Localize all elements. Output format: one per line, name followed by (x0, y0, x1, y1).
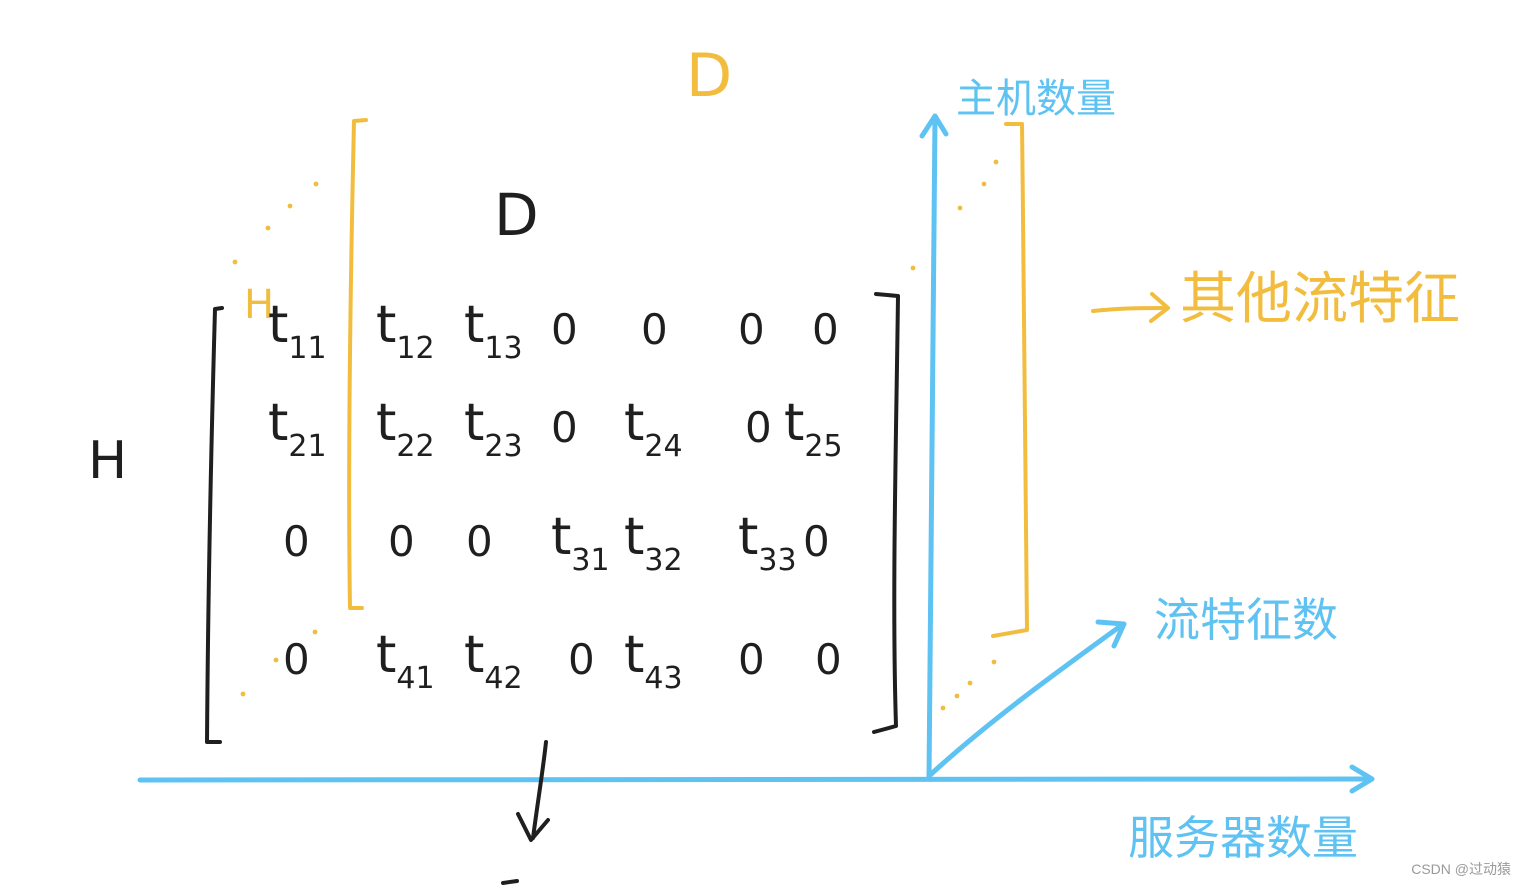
arrow-diagonal-icon (1095, 619, 1127, 649)
yellow-dots (232, 159, 999, 711)
matrix-entry: 0 (283, 517, 310, 566)
matrix-entry: t11 (268, 295, 327, 366)
matrix-entry: t43 (624, 625, 683, 696)
matrix-entry: 0 (466, 517, 493, 566)
matrix-entry: t21 (268, 393, 327, 464)
matrix-entry: 0 (745, 403, 772, 452)
matrix-entry: 0 (568, 635, 595, 684)
matrix-entry: t13 (464, 295, 523, 366)
other-features-label: 其他流特征 (1180, 267, 1460, 332)
matrix-entry: t24 (624, 393, 683, 464)
top-yellow-d-label: D (686, 41, 732, 111)
matrix-entry: t41 (376, 625, 435, 696)
matrix-entry: 0 (803, 517, 830, 566)
axis-diag-label: 流特征数 (1154, 593, 1338, 647)
matrix-entry: 0 (738, 305, 765, 354)
right-matrix-bracket (872, 292, 900, 734)
matrix-entry: 0 (283, 635, 310, 684)
matrix-entry: t12 (376, 295, 435, 366)
diagonal-axis (926, 622, 1125, 779)
matrix-entry: 0 (738, 635, 765, 684)
inner-d-label: D (494, 181, 539, 249)
arrow-right-icon (1349, 764, 1375, 794)
arrow-up-icon (919, 113, 949, 139)
left-matrix-bracket (205, 306, 224, 744)
matrix-entry: t23 (464, 393, 523, 464)
matrix-entry: 0 (551, 305, 578, 354)
bottom-stroke (501, 879, 519, 885)
arrow-down-icon (516, 812, 550, 842)
matrix-entry: 0 (641, 305, 668, 354)
matrix-entry: t25 (784, 393, 843, 464)
vertical-axis (926, 115, 938, 781)
right-yellow-bracket (991, 122, 1029, 638)
matrix-entry: t33 (738, 507, 797, 578)
arrow-down-icon (531, 740, 548, 840)
matrix-entry: 0 (388, 517, 415, 566)
matrix-entry: 0 (551, 403, 578, 452)
matrix-entry: t32 (624, 507, 683, 578)
watermark: CSDN @过动猿 (1411, 861, 1511, 877)
axis-up-label: 主机数量 (956, 76, 1116, 122)
matrix-entry: t22 (376, 393, 435, 464)
matrix-entry: 0 (815, 635, 842, 684)
inner-yellow-bracket (347, 118, 368, 610)
yellow-annotations (347, 118, 1170, 638)
horizontal-axis (137, 776, 1373, 784)
blue-axes (137, 113, 1375, 794)
matrix-entry: 0 (812, 305, 839, 354)
arrow-right-icon (1091, 306, 1168, 313)
yellow-h-label: H (244, 282, 274, 328)
matrix-brackets (205, 292, 900, 885)
arrow-right-icon (1149, 292, 1170, 323)
matrix-entry: t42 (464, 625, 523, 696)
left-h-label: H (88, 431, 127, 491)
matrix-entry: t31 (551, 507, 610, 578)
axis-right-label: 服务器数量 (1128, 811, 1358, 865)
